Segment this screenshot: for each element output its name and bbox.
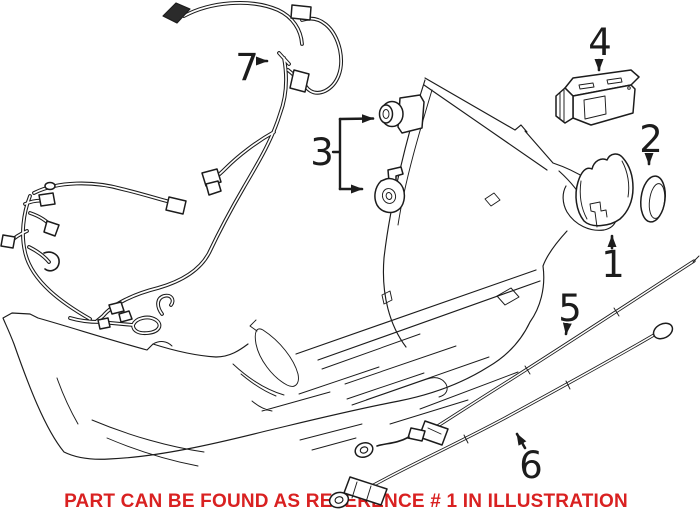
cable-6-end-cap (652, 322, 674, 340)
callout-2: 2 (639, 118, 663, 166)
callout-6: 6 (515, 432, 543, 487)
control-module-drawing (555, 69, 640, 126)
cap-outer (640, 175, 666, 223)
cable-6-eyelet (328, 491, 350, 509)
harness-connector (290, 4, 312, 21)
callout-1: 1 (601, 234, 625, 286)
callout-5: 5 (558, 287, 582, 336)
parking-sensor-drawing (575, 153, 634, 228)
harness-connector (118, 310, 133, 323)
bumper-outline (2, 77, 618, 460)
callout-6-label: 6 (519, 444, 543, 487)
sensor-face-lines (579, 160, 630, 220)
sensor-cap-drawing (640, 175, 666, 223)
cap-inner (648, 183, 666, 219)
callout-7-label: 7 (235, 46, 259, 89)
bracket-grommet-hole (385, 192, 393, 200)
sensor-mount-hardware-drawing (374, 94, 425, 214)
callout-2-label: 2 (639, 118, 663, 161)
bracket-plate (374, 177, 406, 214)
module-slots (578, 77, 623, 90)
bracket-grommet (381, 188, 397, 204)
harness-connector (0, 234, 16, 249)
holder-hole (382, 109, 390, 119)
callout-5-label: 5 (558, 287, 582, 330)
cable-6-eyelet-hole (334, 496, 344, 504)
holder-plate (397, 94, 425, 134)
harness-hook (43, 251, 60, 272)
module-ridges (559, 89, 565, 122)
callout-3-arrow-top (338, 114, 375, 124)
harness-connector (162, 2, 191, 24)
harness-connector (38, 192, 56, 207)
cable-5-eyelet-hole (359, 446, 369, 454)
cable-5-pigtail (376, 436, 410, 447)
module-pin (627, 86, 631, 90)
sensor-clip-tab (589, 201, 608, 228)
harness-clip (97, 317, 111, 330)
harness-connector (289, 69, 310, 93)
cable-5-eyelet (354, 441, 374, 459)
bumper-detail-lines (56, 89, 520, 467)
cable-5-connector (407, 427, 426, 442)
callout-3: 3 (310, 114, 375, 194)
callout-1-label: 1 (601, 243, 625, 286)
callout-4-label: 4 (588, 21, 612, 64)
callout-3-label: 3 (310, 131, 334, 174)
harness-connector (165, 196, 187, 215)
sensor-wire-6-drawing (328, 322, 674, 509)
harness-clip (44, 181, 56, 191)
callout-7: 7 (235, 46, 269, 89)
module-end-cap (555, 87, 574, 124)
callout-5-arrow (562, 322, 572, 336)
callout-4: 4 (588, 21, 612, 72)
sensor-wire-5-drawing (354, 255, 700, 459)
cable-5-joints (524, 255, 700, 375)
wiring-harness-drawing (0, 0, 344, 336)
cable-5-connector-line (427, 427, 442, 435)
harness-wires (8, 0, 344, 336)
callout-6-arrow (515, 432, 527, 450)
cable-6-connector-lines (351, 481, 372, 503)
cable-6-joints (463, 380, 571, 444)
harness-connector (205, 180, 222, 196)
harness-connector (108, 301, 125, 315)
cable-6-connector (343, 476, 388, 506)
harness-connectors (0, 2, 312, 330)
callouts: 7 3 4 2 1 5 6 (235, 21, 663, 487)
rear-bumper-cover-drawing (2, 77, 618, 467)
harness-connector (43, 220, 60, 237)
callout-3-bracket (331, 117, 342, 191)
module-label-area (583, 95, 607, 120)
holder-boss (378, 104, 394, 124)
